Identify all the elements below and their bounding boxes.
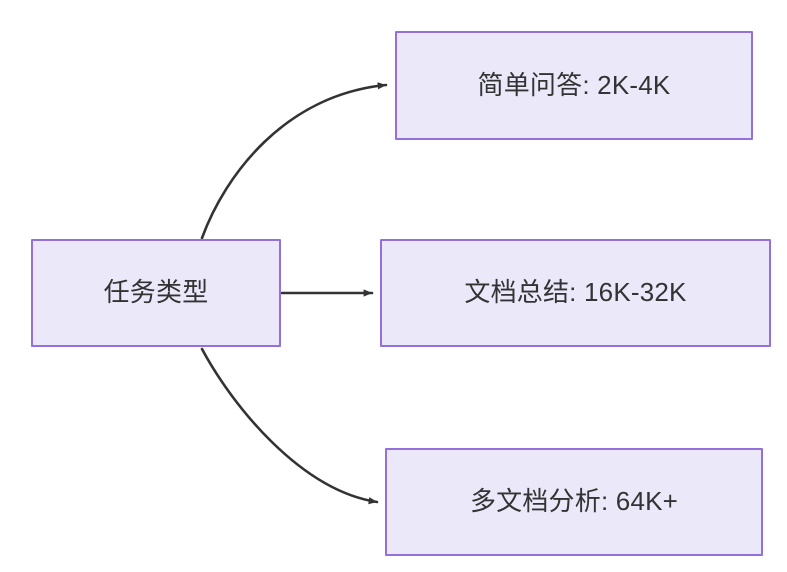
edge-task-type-to-simple-qa bbox=[200, 82, 388, 240]
node-simple-qa[interactable]: 简单问答: 2K-4K bbox=[395, 31, 753, 140]
node-simple-qa-label: 简单问答: 2K-4K bbox=[477, 69, 671, 100]
node-doc-summary[interactable]: 文档总结: 16K-32K bbox=[380, 239, 771, 347]
node-multi-doc-label: 多文档分析: 64K+ bbox=[469, 486, 679, 517]
node-multi-doc[interactable]: 多文档分析: 64K+ bbox=[385, 448, 763, 556]
node-doc-summary-label: 文档总结: 16K-32K bbox=[464, 277, 687, 308]
edge-task-type-to-multi-doc bbox=[200, 347, 379, 505]
node-task-type[interactable]: 任务类型 bbox=[31, 239, 281, 347]
node-task-type-label: 任务类型 bbox=[103, 277, 209, 308]
